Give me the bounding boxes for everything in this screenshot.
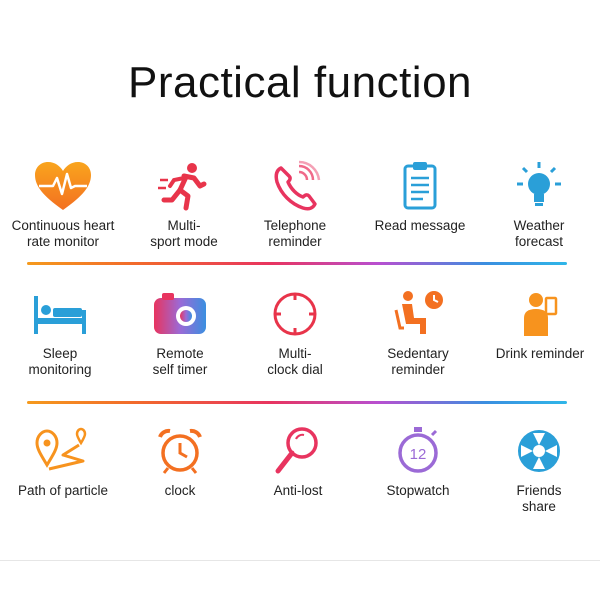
feature-telephone: Telephone reminder [235,160,355,250]
drinking-person-icon [524,293,558,336]
bottom-divider [0,560,600,561]
feature-clock: clock [120,425,240,499]
feature-multi-sport: Multi- sport mode [124,160,244,250]
location-path-icon [35,427,87,471]
feature-weather: Weather forecast [479,160,599,250]
heart-rate-icon [35,162,91,210]
feature-read-message: Read message [360,160,480,234]
feature-label: Sedentary reminder [387,346,449,377]
feature-label: Multi- clock dial [267,346,323,377]
feature-sleep: Sleep monitoring [0,288,120,378]
telephone-icon [274,160,321,211]
stopwatch-number: 12 [410,446,427,463]
clipboard-icon [403,162,437,210]
feature-label: Sleep monitoring [28,346,92,377]
lightbulb-icon [517,162,561,206]
feature-label: Continuous heart rate monitor [11,218,115,249]
alarm-clock-icon [158,428,202,474]
feature-label: Path of particle [17,483,109,498]
divider [27,401,567,404]
feature-row-2: Sleep monitoring Remote self timer Multi… [0,288,600,398]
feature-path: Path of particle [3,425,123,499]
feature-label: Friends share [516,483,562,514]
sitting-person-icon [394,291,443,334]
bed-icon [34,296,86,334]
camera-icon [154,293,206,334]
running-person-icon [158,163,207,211]
stopwatch-icon: 12 [398,427,438,473]
feature-row-3: Path of particle clock Anti-lost 12 Stop… [0,425,600,535]
feature-label: Telephone reminder [263,218,327,249]
feature-label: Stopwatch [386,483,450,498]
feature-drink: Drink reminder [480,288,600,362]
feature-clock-dial: Multi- clock dial [235,288,355,378]
feature-label: Weather forecast [513,218,565,249]
feature-friends-share: Friends share [479,425,599,515]
feature-anti-lost: Anti-lost [238,425,358,499]
feature-row-1: Continuous heart rate monitor Multi- spo… [0,160,600,270]
feature-heart-rate: Continuous heart rate monitor [3,160,123,250]
magnifier-icon [275,427,318,474]
feature-label: Read message [374,218,466,233]
divider [27,262,567,265]
feature-label: Remote self timer [152,346,208,377]
feature-label: clock [164,483,196,498]
feature-remote-timer: Remote self timer [120,288,240,378]
feature-label: Drink reminder [495,346,585,361]
clock-dial-icon [273,292,317,336]
feature-sedentary: Sedentary reminder [358,288,478,378]
feature-label: Multi- sport mode [150,218,218,249]
page-title: Practical function [127,58,473,107]
feature-stopwatch: 12 Stopwatch [358,425,478,499]
share-fan-icon [518,430,560,472]
feature-label: Anti-lost [273,483,323,498]
